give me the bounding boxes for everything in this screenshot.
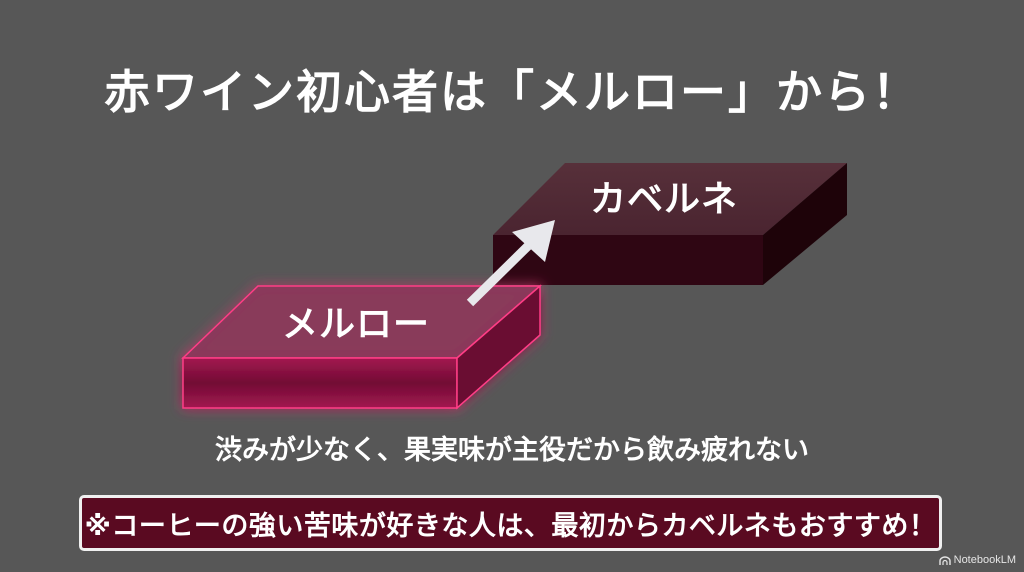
cabernet-label: カベルネ — [590, 179, 739, 220]
description-text: 渋みが少なく、果実味が主役だから飲み疲れない — [215, 435, 809, 466]
note-text: ※コーヒーの強い苦味が好きな人は、最初からカベルネもおすすめ！ — [84, 510, 937, 542]
notebooklm-logo-icon — [938, 555, 951, 565]
arrow-up-right-icon — [466, 220, 555, 307]
slide-title: 赤ワイン初心者は「メルロー」から！ — [104, 65, 920, 119]
watermark: NotebookLM — [938, 554, 1016, 566]
note-box: ※コーヒーの強い苦味が好きな人は、最初からカベルネもおすすめ！ — [79, 495, 942, 551]
cabernet-block — [493, 163, 847, 285]
merlot-label: メルロー — [282, 304, 431, 345]
merlot-block — [181, 284, 543, 410]
watermark-label: NotebookLM — [953, 554, 1016, 566]
